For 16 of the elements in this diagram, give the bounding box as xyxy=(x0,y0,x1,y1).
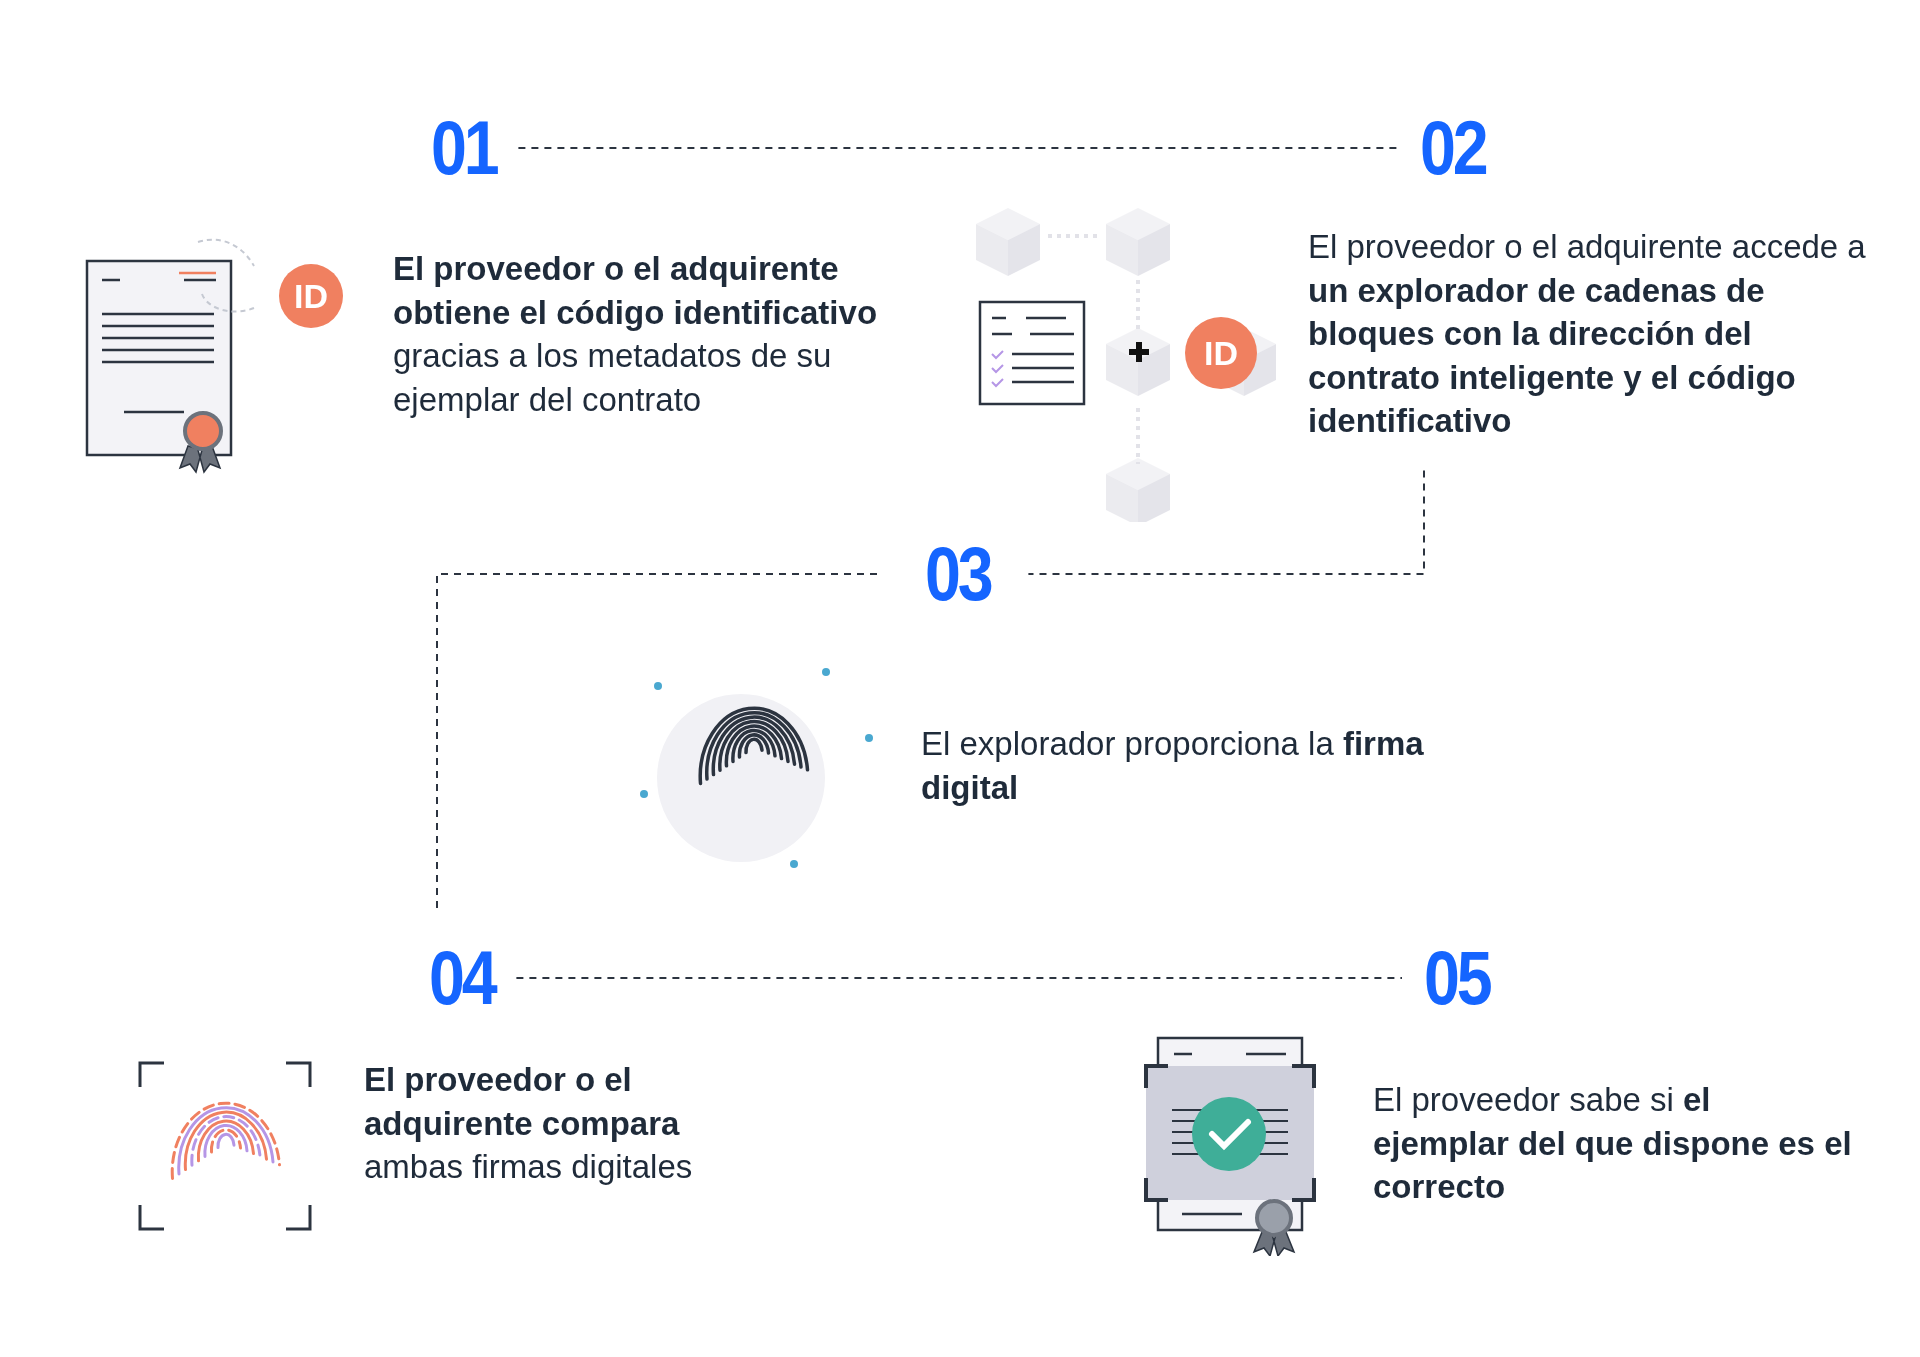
step-number: 02 xyxy=(1420,110,1486,186)
step-description: El proveedor o el adquirente compara ambas firmas digitales xyxy=(364,1058,694,1189)
dashed-connector xyxy=(1027,469,1425,575)
step-description: El proveedor o el adquirente obtiene el código identificativo gracias a los metadatos de su ejemplar del contrato xyxy=(393,247,953,421)
step-description: El explorador proporciona la firma digital xyxy=(921,722,1481,809)
dashed-connector xyxy=(517,147,1399,149)
step-number: 03 xyxy=(925,536,991,612)
step-description: El proveedor o el adquirente accede a un explorador de cadenas de bloques con la dirección del contrato inteligente y el código identificativo xyxy=(1308,225,1868,443)
id-badge: ID xyxy=(279,264,343,328)
step-number: 01 xyxy=(431,110,497,186)
dashed-connector xyxy=(436,573,878,911)
step-number: 04 xyxy=(429,940,495,1016)
dashed-connector xyxy=(515,977,1403,979)
step-description: El proveedor sabe si el ejemplar del que dispone es el correcto xyxy=(1373,1078,1853,1209)
step-number: 05 xyxy=(1424,940,1490,1016)
id-badge: ID xyxy=(1185,317,1257,389)
